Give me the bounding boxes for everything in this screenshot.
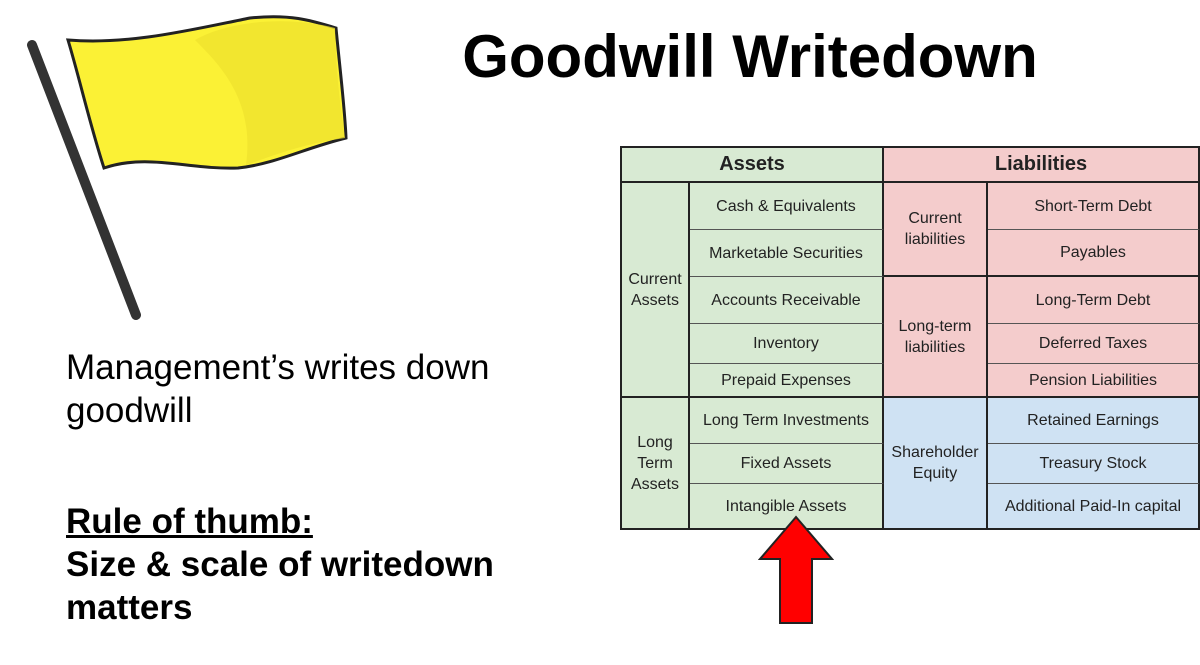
liability-item: Short-Term Debt bbox=[988, 183, 1200, 230]
long-term-assets-label: Long Term Assets bbox=[620, 398, 690, 530]
liability-item: Deferred Taxes bbox=[988, 324, 1200, 364]
rule-of-thumb-title: Rule of thumb: bbox=[66, 502, 313, 541]
asset-item: Cash & Equivalents bbox=[690, 183, 884, 230]
shareholder-equity-label: Shareholder Equity bbox=[884, 398, 988, 530]
equity-item: Additional Paid-In capital bbox=[988, 484, 1200, 530]
liability-item: Payables bbox=[988, 230, 1200, 277]
long-term-liabilities-label: Long-term liabilities bbox=[884, 277, 988, 398]
equity-item: Treasury Stock bbox=[988, 444, 1200, 484]
slide-title: Goodwill Writedown bbox=[462, 23, 1038, 90]
asset-item: Fixed Assets bbox=[690, 444, 884, 484]
liability-item: Long-Term Debt bbox=[988, 277, 1200, 324]
asset-item: Marketable Securities bbox=[690, 230, 884, 277]
asset-item: Inventory bbox=[690, 324, 884, 364]
body-text: Management’s writes down goodwill bbox=[66, 348, 490, 430]
rule-of-thumb-text: Size & scale of writedown matters bbox=[66, 545, 494, 627]
yellow-flag-icon bbox=[27, 15, 348, 320]
liabilities-header: Liabilities bbox=[884, 146, 1200, 183]
red-up-arrow-icon bbox=[758, 515, 834, 624]
current-assets-label: Current Assets bbox=[620, 183, 690, 398]
asset-item: Accounts Receivable bbox=[690, 277, 884, 324]
liability-item: Pension Liabilities bbox=[988, 364, 1200, 398]
current-liabilities-label: Current liabilities bbox=[884, 183, 988, 277]
asset-item: Long Term Investments bbox=[690, 398, 884, 444]
asset-item: Prepaid Expenses bbox=[690, 364, 884, 398]
assets-header: Assets bbox=[620, 146, 884, 183]
equity-item: Retained Earnings bbox=[988, 398, 1200, 444]
balance-sheet-table: Assets Liabilities Current Assets Cash &… bbox=[620, 146, 1200, 534]
